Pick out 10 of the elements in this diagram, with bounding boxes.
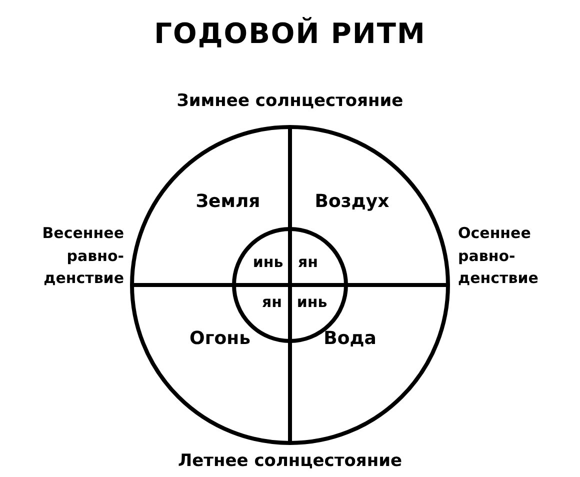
element-label: Земля [196, 192, 260, 213]
diagram-title: ГОДОВОЙ РИТМ [154, 18, 426, 50]
season-label: Зимнее солнцестояние [176, 92, 404, 112]
element-label: Воздух [314, 192, 390, 213]
outer-circle [130, 125, 450, 445]
season-label: Летнее солнцестояние [178, 452, 402, 472]
element-label: Огонь [190, 329, 250, 350]
season-label: Весеннее равно- денствие [41, 223, 124, 289]
element-label: Вода [324, 329, 376, 350]
season-label: Осеннее равно- денствие [458, 223, 540, 289]
